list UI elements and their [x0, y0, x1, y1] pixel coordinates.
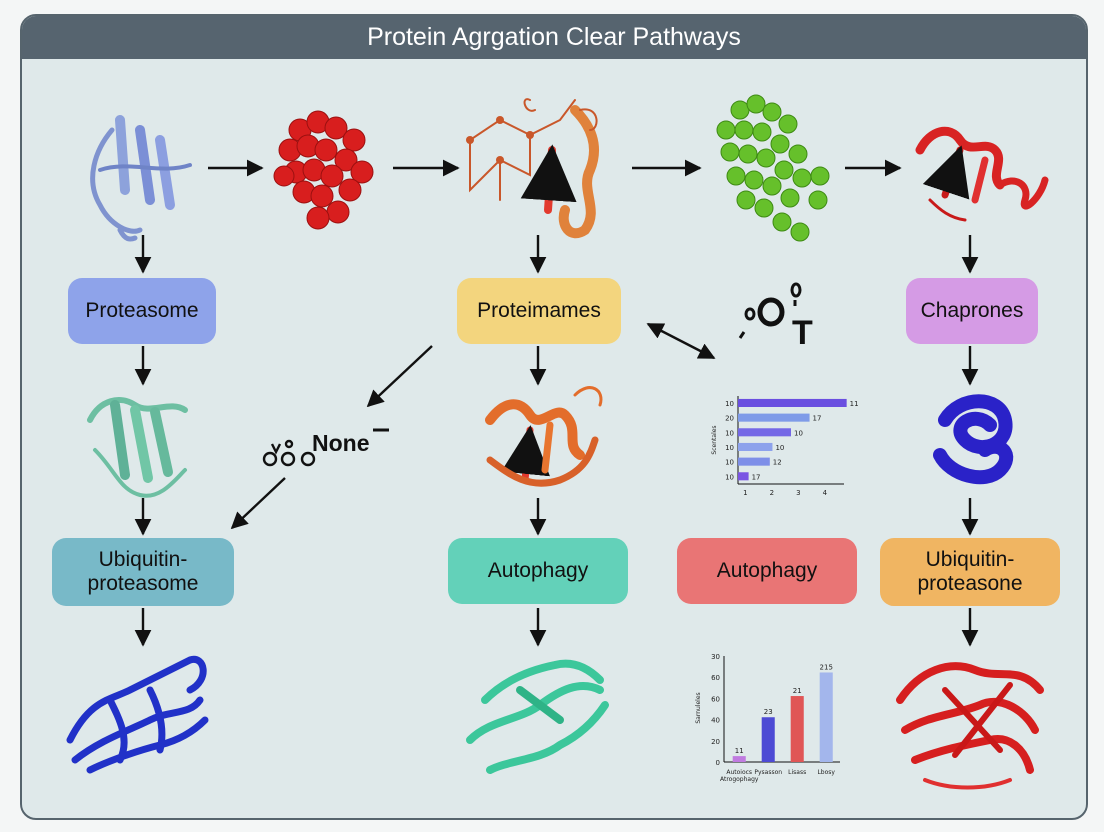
node-autophagy-right: Autophagy — [677, 538, 857, 604]
hchart-bar — [738, 458, 770, 466]
protein-structure-blue-coil — [70, 659, 205, 770]
protein-structure-orange-helix — [466, 99, 597, 233]
vchart-data-label: 23 — [764, 708, 773, 716]
protein-structure-red-dense — [900, 666, 1040, 787]
protein-structure-green-globule — [717, 95, 829, 241]
hchart-x-tick: 1 — [743, 489, 747, 497]
node-chaprones: Chaprones — [906, 278, 1038, 344]
vchart-bar — [820, 672, 833, 762]
vchart-data-label: 21 — [793, 687, 802, 695]
vchart-category-label: Pysasson — [754, 769, 782, 776]
hchart-category-label: 10 — [725, 473, 734, 481]
hchart-y-label: Scentales — [711, 425, 718, 454]
node-autophagy-mid: Autophagy — [448, 538, 628, 604]
hchart-bar — [738, 443, 772, 451]
floating-label-t: T — [792, 314, 813, 353]
vchart-bar — [791, 696, 804, 762]
hchart-bar — [738, 472, 749, 480]
hchart-x-tick: 2 — [770, 489, 774, 497]
hchart-category-label: 20 — [725, 415, 734, 423]
hchart-data-label: 17 — [813, 415, 822, 423]
hchart-bar — [738, 414, 810, 422]
hchart-data-label: 10 — [775, 444, 784, 452]
protein-structure-teal-sheet — [90, 400, 185, 496]
protein-structure-red-helix — [920, 131, 1045, 220]
protein-structure-red-globule — [274, 111, 373, 229]
hchart-data-label: 17 — [752, 473, 761, 481]
vchart-data-label: 215 — [820, 663, 833, 671]
vchart-y-tick: 40 — [711, 717, 720, 725]
vchart-y-label: Sarnuleles — [695, 692, 702, 723]
hchart-data-label: 12 — [773, 459, 782, 467]
hchart-x-tick: 3 — [796, 489, 800, 497]
vchart-y-tick: 60 — [711, 695, 720, 703]
vchart-y-tick: 60 — [711, 674, 720, 682]
floating-label-none: None — [312, 430, 370, 457]
vchart-y-tick: 0 — [716, 759, 720, 767]
hchart-category-label: 10 — [725, 459, 734, 467]
node-proteasome: Proteasome — [68, 278, 216, 344]
protein-structure-teal-coil — [470, 664, 605, 770]
hchart-data-label: 11 — [850, 400, 859, 408]
protein-structure-blue-sheet — [93, 120, 190, 239]
hchart-data-label: 10 — [794, 429, 803, 437]
floating-symbol-cluster-top — [740, 284, 800, 338]
vchart-y-tick: 30 — [711, 653, 720, 661]
vchart-category-label: Lbosy — [817, 769, 835, 776]
node-ubiquitin-proteasome-left: Ubiquitin- proteasome — [52, 538, 234, 606]
vchart-y-tick: 20 — [711, 738, 720, 746]
hchart-bar — [738, 428, 791, 436]
protein-structure-orange-fold — [490, 388, 601, 484]
hchart-category-label: 10 — [725, 429, 734, 437]
protein-structure-blue-globule — [940, 401, 1006, 477]
node-ubiquitin-proteasone-right: Ubiquitin- proteasone — [880, 538, 1060, 606]
hchart-bar — [738, 399, 847, 407]
node-proteimames: Proteimames — [457, 278, 621, 344]
hchart-x-tick: 4 — [823, 489, 828, 497]
vchart-data-label: 11 — [735, 747, 744, 755]
hchart-category-label: 10 — [725, 444, 734, 452]
hchart-category-label: 10 — [725, 400, 734, 408]
vchart-bar — [733, 756, 746, 762]
vchart-bar — [762, 717, 775, 762]
vchart-category-label: Lisass — [788, 769, 806, 776]
